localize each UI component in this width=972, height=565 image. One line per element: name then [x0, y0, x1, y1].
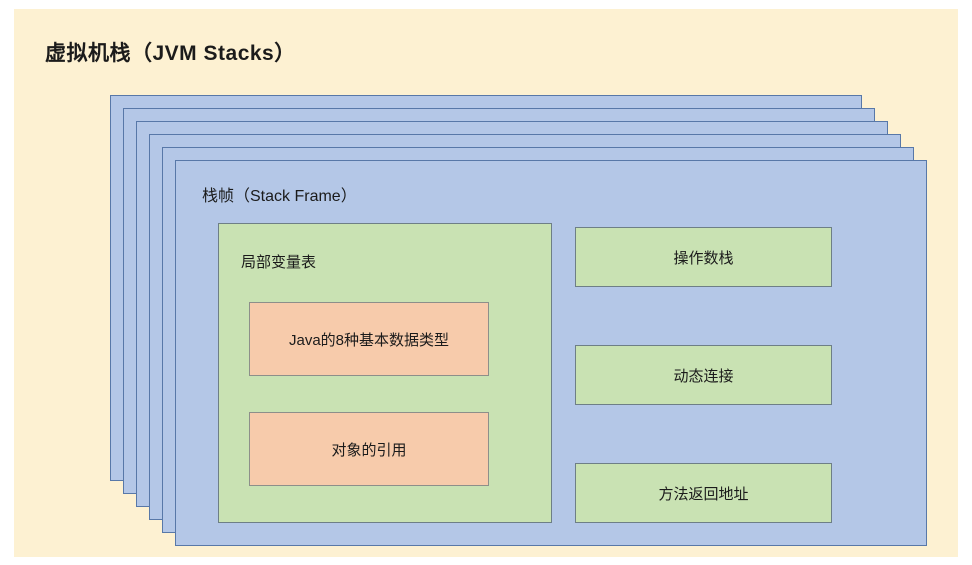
operand-stack-box: 操作数栈	[575, 227, 832, 287]
return-address-label: 方法返回地址	[658, 485, 749, 503]
return-address-box: 方法返回地址	[575, 463, 832, 523]
stack-frame-title: 栈帧（Stack Frame）	[202, 188, 357, 205]
dynamic-linking-label: 动态连接	[673, 367, 734, 385]
local-variable-table-label: 局部变量表	[241, 254, 317, 271]
object-reference-label: 对象的引用	[331, 441, 407, 459]
operand-stack-label: 操作数栈	[673, 249, 734, 267]
page-title: 虚拟机栈（JVM Stacks）	[45, 42, 296, 65]
stack-layer-6: 栈帧（Stack Frame） 局部变量表 Java的8种基本数据类型 对象的引…	[175, 160, 927, 546]
object-reference-box: 对象的引用	[249, 412, 489, 486]
dynamic-linking-box: 动态连接	[575, 345, 832, 405]
diagram-canvas: 虚拟机栈（JVM Stacks） 栈帧（Stack Frame） 局部变量表 J…	[14, 9, 958, 557]
local-variable-table-box: 局部变量表 Java的8种基本数据类型 对象的引用	[218, 223, 552, 523]
primitive-types-label: Java的8种基本数据类型	[288, 331, 450, 349]
primitive-types-box: Java的8种基本数据类型	[249, 302, 489, 376]
